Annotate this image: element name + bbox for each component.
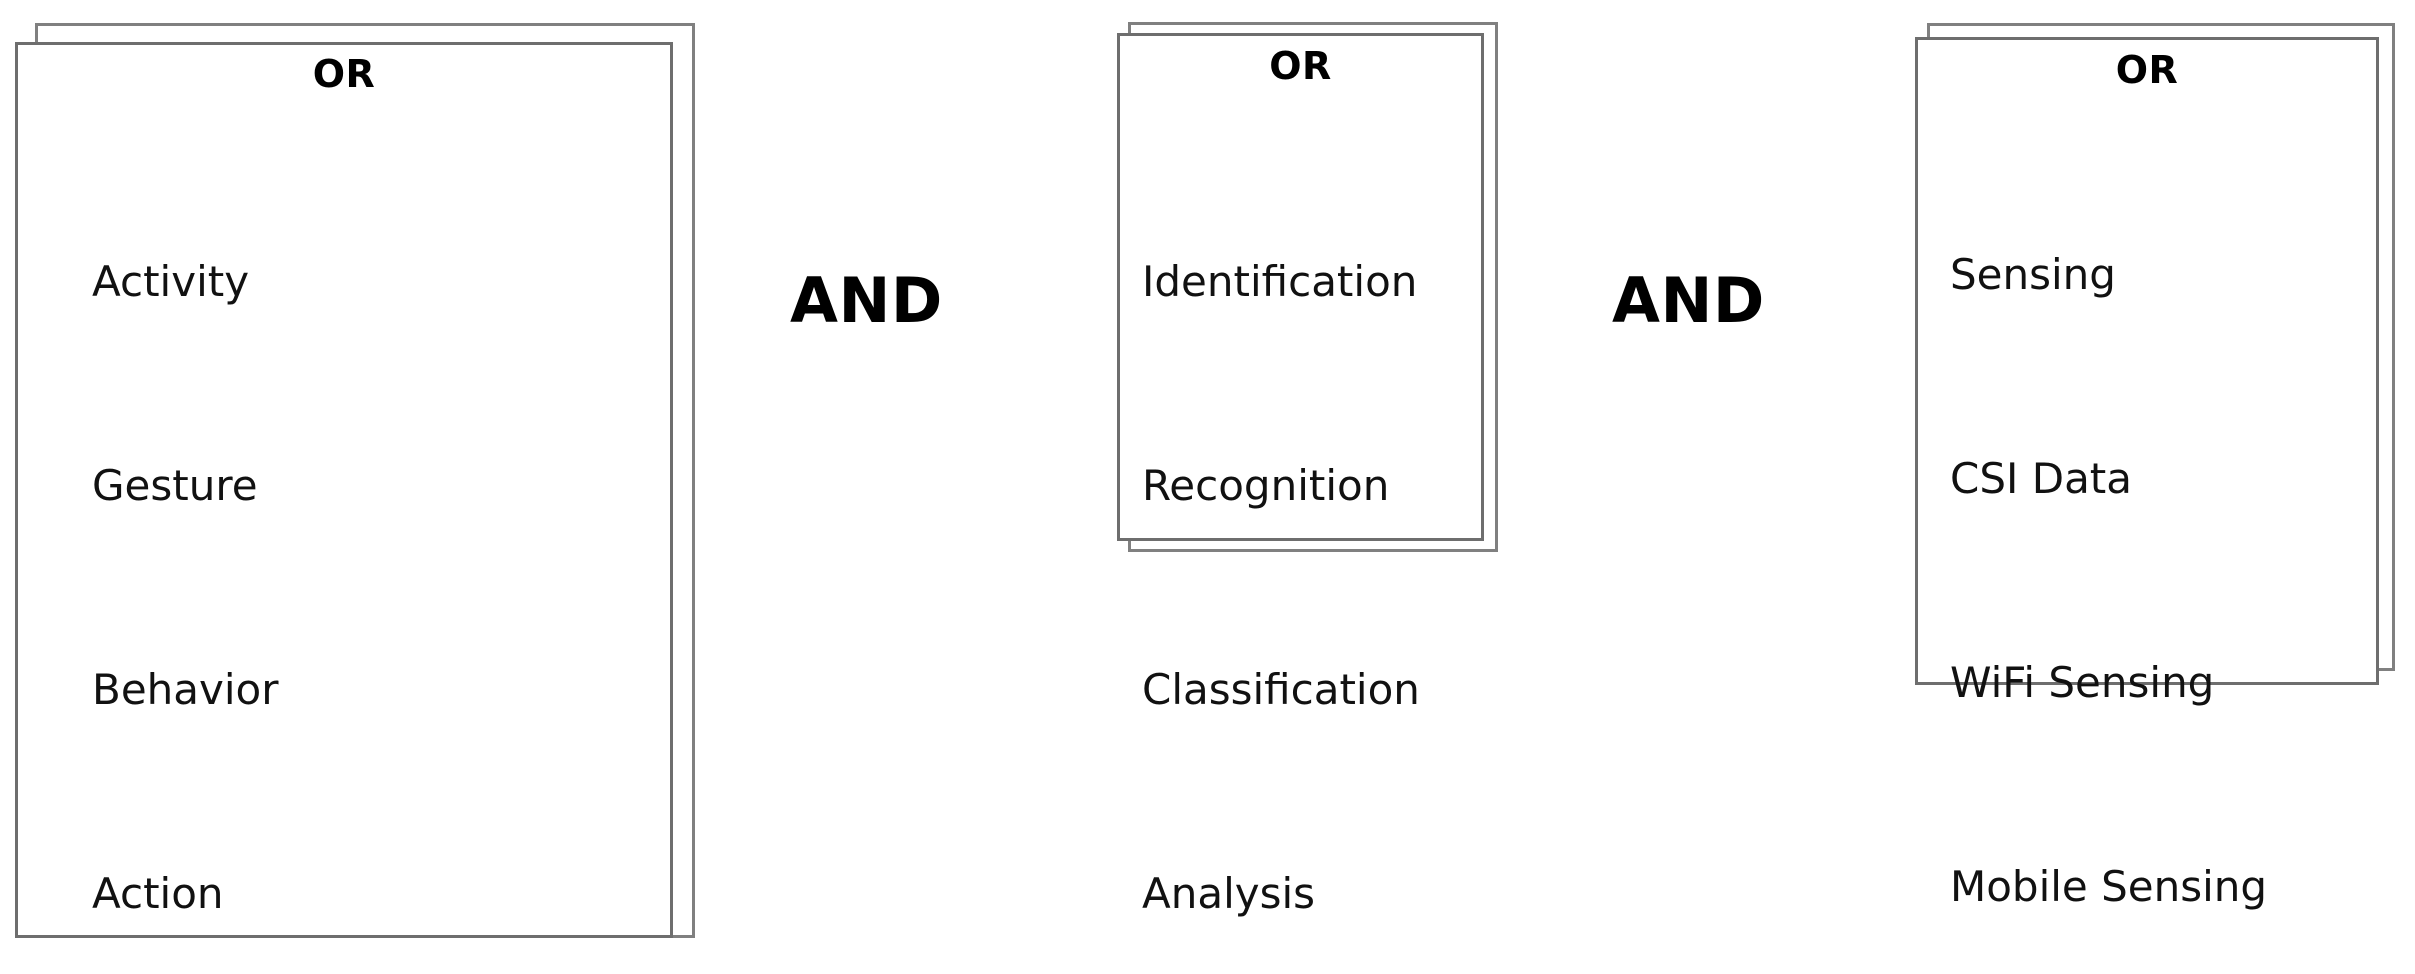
- list-item: WiFi Sensing: [1950, 658, 2215, 707]
- group-front-rectangle: [1117, 33, 1484, 541]
- group-operator-label: OR: [2115, 48, 2179, 92]
- list-item: Gesture: [92, 461, 258, 510]
- list-item: Analysis: [1142, 869, 1316, 918]
- query-group-tasks: OR Identification Recognition Classifica…: [1100, 0, 1520, 918]
- group-front-rectangle: [15, 42, 673, 938]
- list-item: Recognition: [1142, 461, 1390, 510]
- group-term-list: Identification Recognition Classificatio…: [1142, 112, 1420, 974]
- group-term-list: Activity Gesture Behavior Action Motion …: [92, 112, 550, 974]
- list-item: Activity: [92, 257, 250, 306]
- list-item: Mobile Sensing: [1950, 862, 2268, 911]
- group-operator-label: OR: [312, 52, 376, 96]
- and-connector-2: AND: [1612, 264, 1765, 337]
- list-item: Classification: [1142, 665, 1420, 714]
- group-term-list: Sensing CSI Data WiFi Sensing Mobile Sen…: [1950, 105, 2300, 974]
- list-item: CSI Data: [1950, 454, 2133, 503]
- list-item: Sensing: [1950, 250, 2116, 299]
- group-operator-label: OR: [1269, 44, 1332, 88]
- list-item: Identification: [1142, 257, 1418, 306]
- list-item: Action: [92, 869, 224, 918]
- and-connector-1: AND: [790, 264, 943, 337]
- group-front-rectangle: [1915, 37, 2379, 685]
- query-group-modalities: OR Sensing CSI Data WiFi Sensing Mobile …: [1900, 0, 2415, 911]
- list-item: Behavior: [92, 665, 279, 714]
- query-group-concepts: OR Activity Gesture Behavior Action Moti…: [0, 0, 760, 974]
